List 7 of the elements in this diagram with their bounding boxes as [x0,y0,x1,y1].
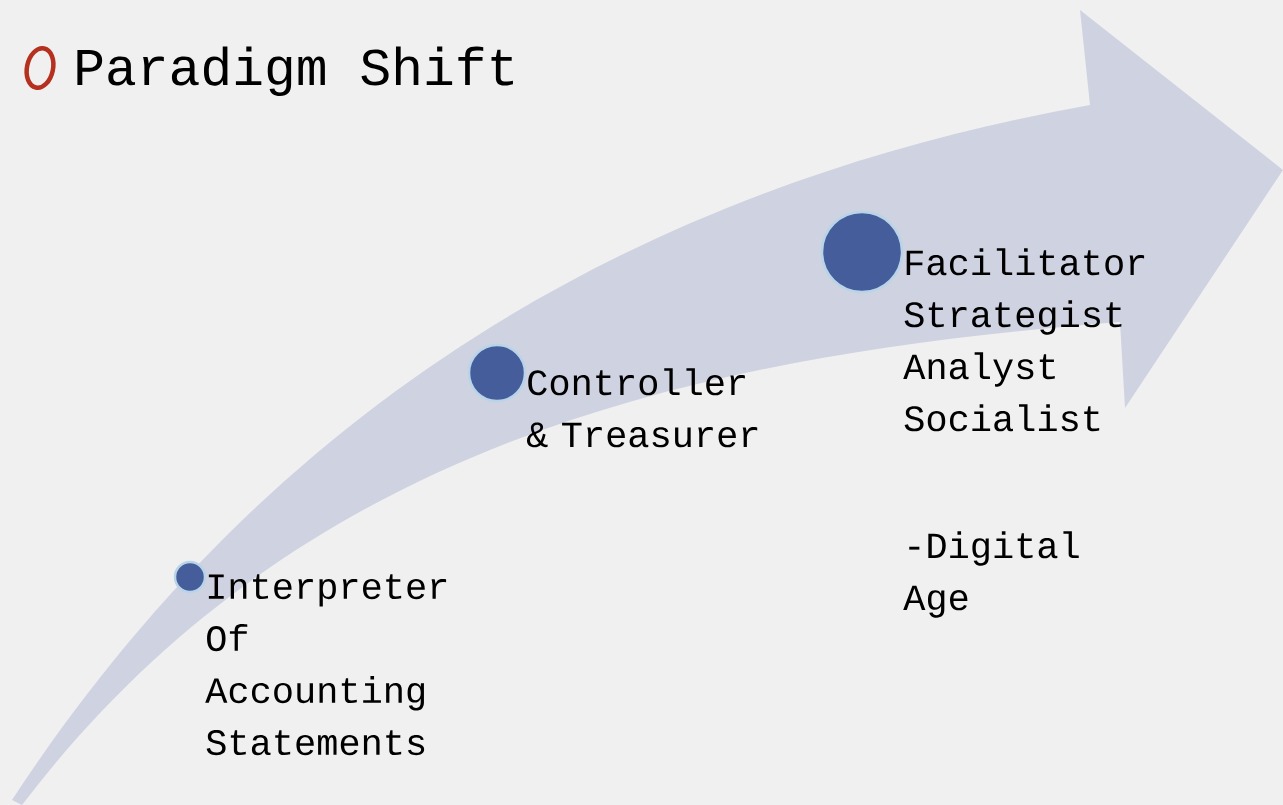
circle-marker [820,210,904,294]
role-label: -Digital Age [903,531,1079,618]
role-label: Controller & Treasurer [527,368,758,448]
title: Paradigm Shift [77,46,513,96]
circle-marker [467,343,527,403]
role-label: Interpreter Of Accounting Statements [205,574,447,756]
role-label: Facilitator Strategist Analyst Socialist [903,248,1145,432]
